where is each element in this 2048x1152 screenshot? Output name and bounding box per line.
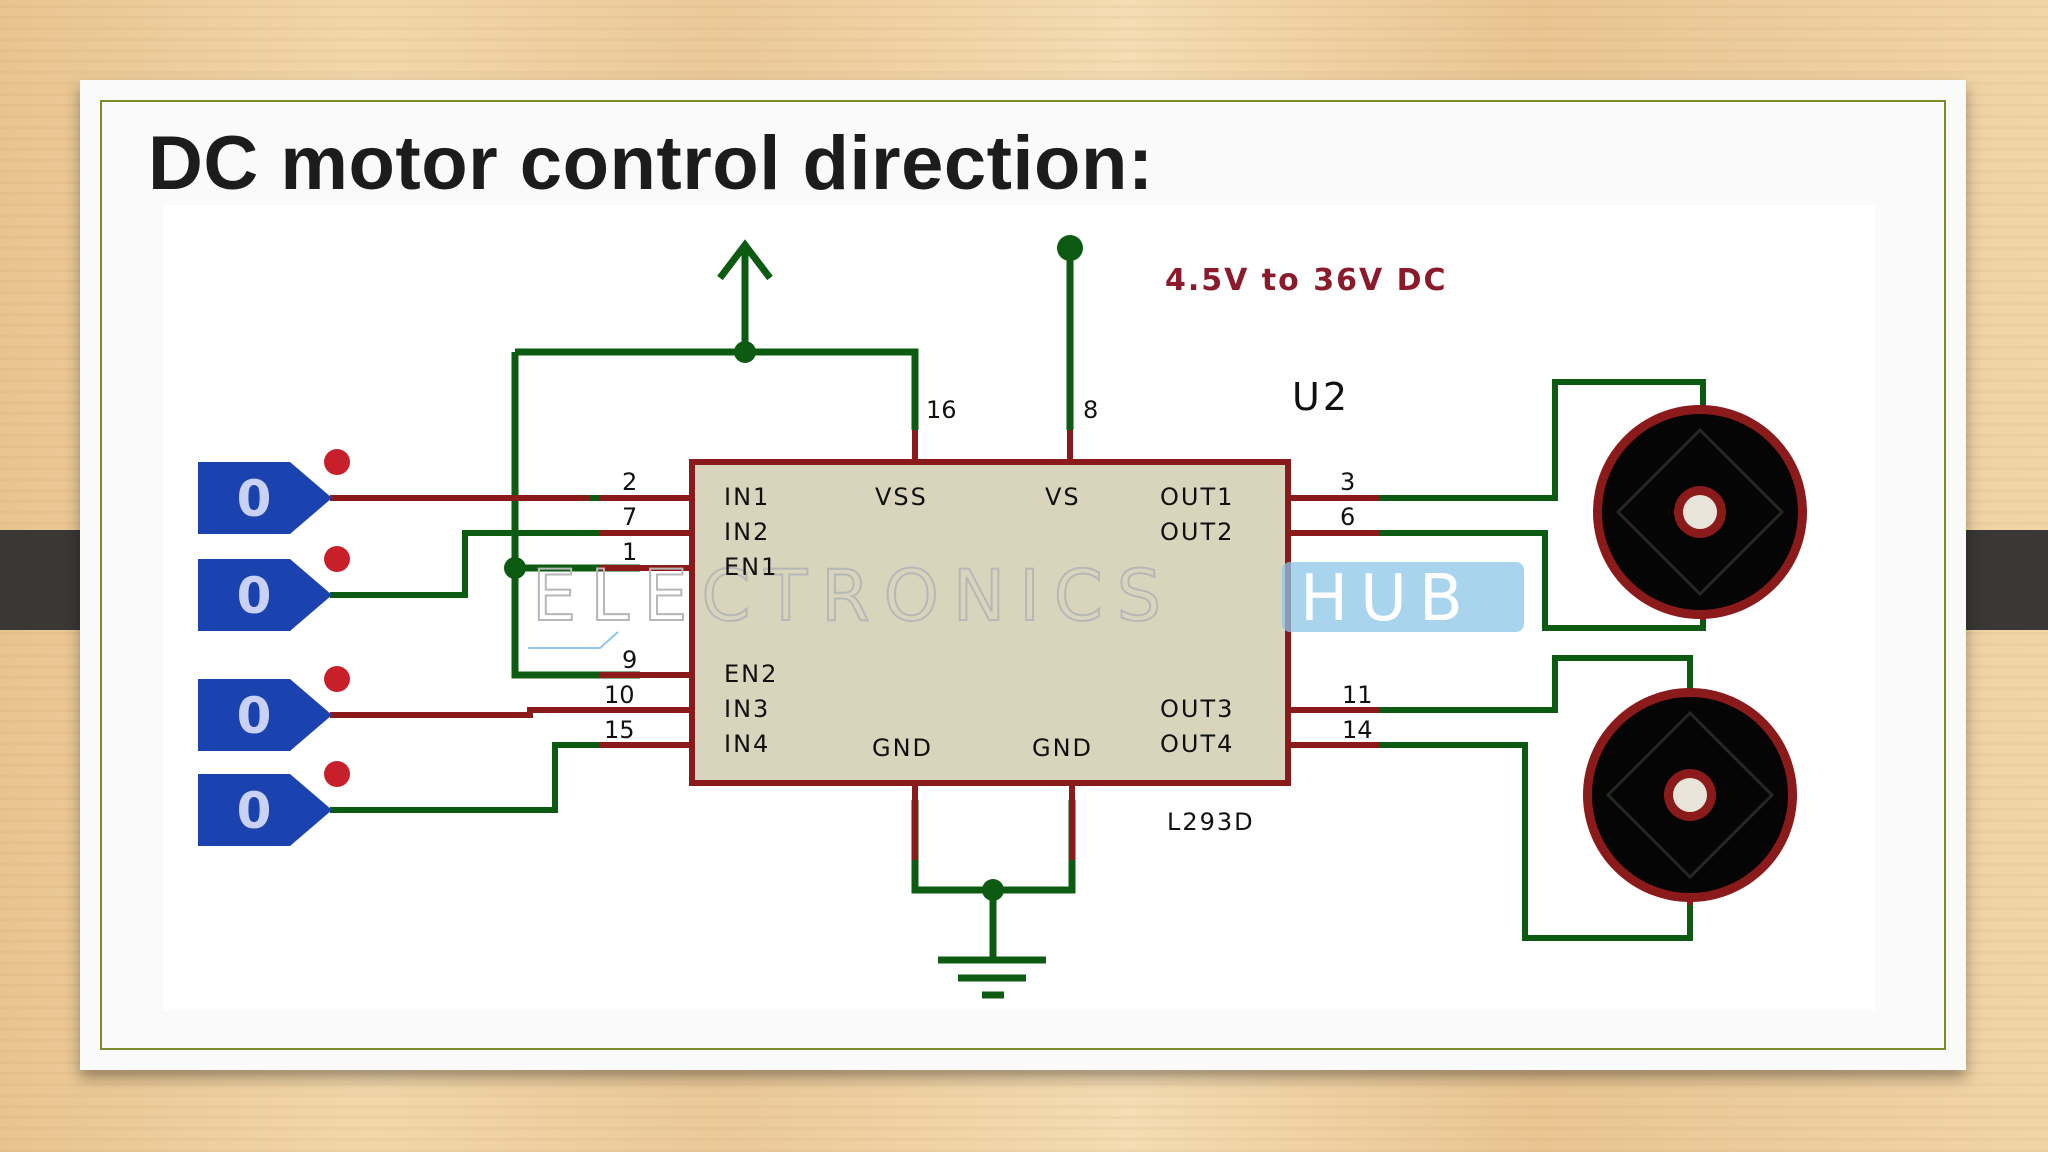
chip-reference-label: U2: [1292, 375, 1350, 419]
probe-indicator-icon: [324, 449, 350, 475]
pin-label-out4: OUT4: [1160, 730, 1234, 758]
pin-number-15: 15: [604, 716, 635, 744]
enable-bus-wire: [511, 352, 640, 679]
gnd-junction: [982, 879, 1004, 901]
pin-label-in3: IN3: [724, 695, 770, 723]
pin-label-in1: IN1: [724, 483, 770, 511]
pin-label-gnd-1: GND: [872, 734, 933, 762]
pin-label-vss: VSS: [875, 483, 928, 511]
out4-wire: [1380, 742, 1693, 941]
logic-input-shape: [198, 774, 332, 846]
watermark-badge: [1282, 562, 1524, 632]
out3-wire: [1380, 655, 1693, 725]
chip-part-label: L293D: [1167, 808, 1255, 836]
pin-number-3: 3: [1340, 468, 1355, 496]
logic-input-value: 0: [237, 687, 272, 745]
logic-input-shape: [198, 559, 332, 631]
pin-number-14: 14: [1342, 716, 1373, 744]
pin-label-en2: EN2: [724, 660, 778, 688]
logic-input-1[interactable]: 0: [198, 449, 350, 534]
en1-junction: [504, 557, 526, 579]
pin-label-out2: OUT2: [1160, 518, 1234, 546]
pin-label-vs: VS: [1045, 483, 1081, 511]
in2-wire: [330, 530, 692, 598]
l293d-chip: [689, 459, 1291, 786]
pin-number-10: 10: [604, 681, 635, 709]
probe-indicator-icon: [324, 761, 350, 787]
pin-label-in2: IN2: [724, 518, 770, 546]
watermark-text-left: ELECTRONICS: [532, 555, 1175, 637]
slide-frame: [100, 100, 1946, 1050]
probe-indicator-icon: [324, 666, 350, 692]
logic-input-3[interactable]: 0: [198, 666, 350, 751]
pin-number-7: 7: [622, 503, 637, 531]
logic-input-value: 0: [237, 782, 272, 840]
motor-1-icon: [1593, 405, 1807, 619]
pin-label-en1: EN1: [724, 553, 778, 581]
out1-wire: [1380, 379, 1706, 501]
pin-number-6: 6: [1340, 503, 1355, 531]
ground-symbol: [938, 956, 1046, 999]
pin-number-2: 2: [622, 468, 637, 496]
watermark-text-right: HUB: [1300, 562, 1475, 636]
logic-input-2[interactable]: 0: [198, 546, 350, 631]
logic-input-4[interactable]: 0: [198, 761, 350, 846]
pin-label-out1: OUT1: [1160, 483, 1234, 511]
probe-indicator-icon: [324, 546, 350, 572]
logic-input-value: 0: [237, 470, 272, 528]
pin-stubs: [600, 430, 1380, 860]
pin-number-16: 16: [926, 396, 957, 424]
watermark-trace: [528, 631, 619, 649]
vss-junction: [734, 341, 756, 363]
electronicshub-watermark: ELECTRONICS HUB: [528, 554, 1524, 649]
pin-number-9: 9: [622, 646, 637, 674]
power-arrow: [717, 239, 773, 281]
pin-number-11: 11: [1342, 681, 1373, 709]
input-wires: [330, 495, 692, 813]
pin-label-in4: IN4: [724, 730, 770, 758]
vs-terminal: [1057, 235, 1083, 261]
vss-rail-wire: [515, 348, 919, 430]
pin-label-out3: OUT3: [1160, 695, 1234, 723]
slide-title: DC motor control direction:: [148, 121, 1154, 206]
motor-2-icon: [1583, 688, 1797, 902]
pin-label-gnd-2: GND: [1032, 734, 1093, 762]
logic-input-shape: [198, 679, 332, 751]
supply-voltage-label: 4.5V to 36V DC: [1165, 263, 1448, 298]
pin-number-1: 1: [622, 538, 637, 566]
logic-input-shape: [198, 462, 332, 534]
logic-input-value: 0: [237, 567, 272, 625]
pin-number-8: 8: [1083, 396, 1098, 424]
